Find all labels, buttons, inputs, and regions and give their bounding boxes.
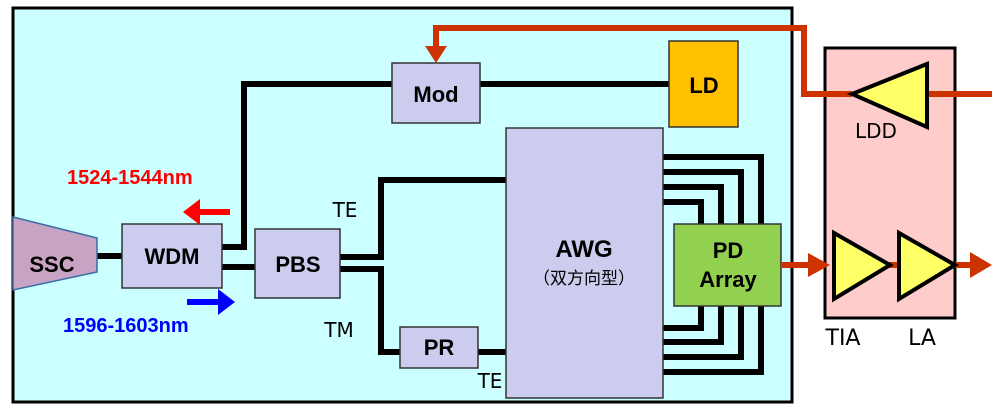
pr-label: PR [424, 335, 455, 360]
te-upper-label: TE [332, 198, 358, 222]
ld-label: LD [689, 73, 718, 98]
waveguide-pbs-tm-pr [340, 266, 401, 355]
wdm-block [121, 223, 223, 289]
tx-wavelength-label: 1524-1544nm [67, 167, 193, 189]
pd-label-line1: PD [713, 238, 744, 263]
rx-direction-arrow [187, 289, 235, 315]
signal-arrowhead-tia [808, 253, 830, 277]
tm-label: TM [323, 318, 353, 342]
tia-label: TIA [825, 326, 861, 351]
waveguide-awg-pd-top-1 [663, 154, 764, 226]
signal-ldd-to-mod [433, 25, 852, 97]
modulator-block [391, 62, 481, 124]
waveguide-wdm-mod [222, 81, 394, 250]
te-lower-label: TE [477, 369, 503, 393]
la-label: LA [908, 326, 936, 351]
pr-block [399, 326, 479, 369]
waveguide-awg-pd-top-4 [663, 199, 704, 226]
laser-diode-block [668, 40, 739, 128]
pd-array-block [673, 223, 782, 307]
tx-direction-arrow [183, 199, 230, 225]
signal-arrowhead-mod [425, 46, 447, 63]
ssc-block [12, 216, 98, 291]
mod-label: Mod [413, 82, 458, 107]
ldd-label: LDD [855, 119, 897, 143]
waveguide-awg-pd-bottom-3 [663, 305, 744, 360]
waveguide-awg-pd-top-3 [663, 184, 724, 226]
waveguide-awg-pd-bottom-4 [663, 305, 764, 375]
ssc-label: SSC [29, 252, 74, 277]
waveguide-awg-pd-bottom-1 [663, 305, 704, 331]
rx-wavelength-label: 1596-1603nm [63, 315, 189, 337]
pbs-label: PBS [275, 252, 320, 277]
ldd-amplifier-icon [846, 61, 929, 131]
waveguide-awg-pd-top-2 [663, 169, 744, 226]
tia-amplifier-icon [832, 229, 894, 303]
waveguide-pbs-te-awg [340, 177, 506, 260]
signal-arrowhead-output [970, 252, 992, 278]
la-amplifier-icon [897, 229, 959, 303]
awg-sublabel: （双方向型） [533, 269, 635, 289]
waveguide-awg-pd-bottom-2 [663, 305, 724, 345]
pd-label-line2: Array [699, 267, 757, 292]
awg-block [505, 127, 664, 399]
awg-label: AWG [555, 236, 612, 263]
pbs-block [254, 228, 341, 299]
wdm-label: WDM [145, 244, 200, 269]
